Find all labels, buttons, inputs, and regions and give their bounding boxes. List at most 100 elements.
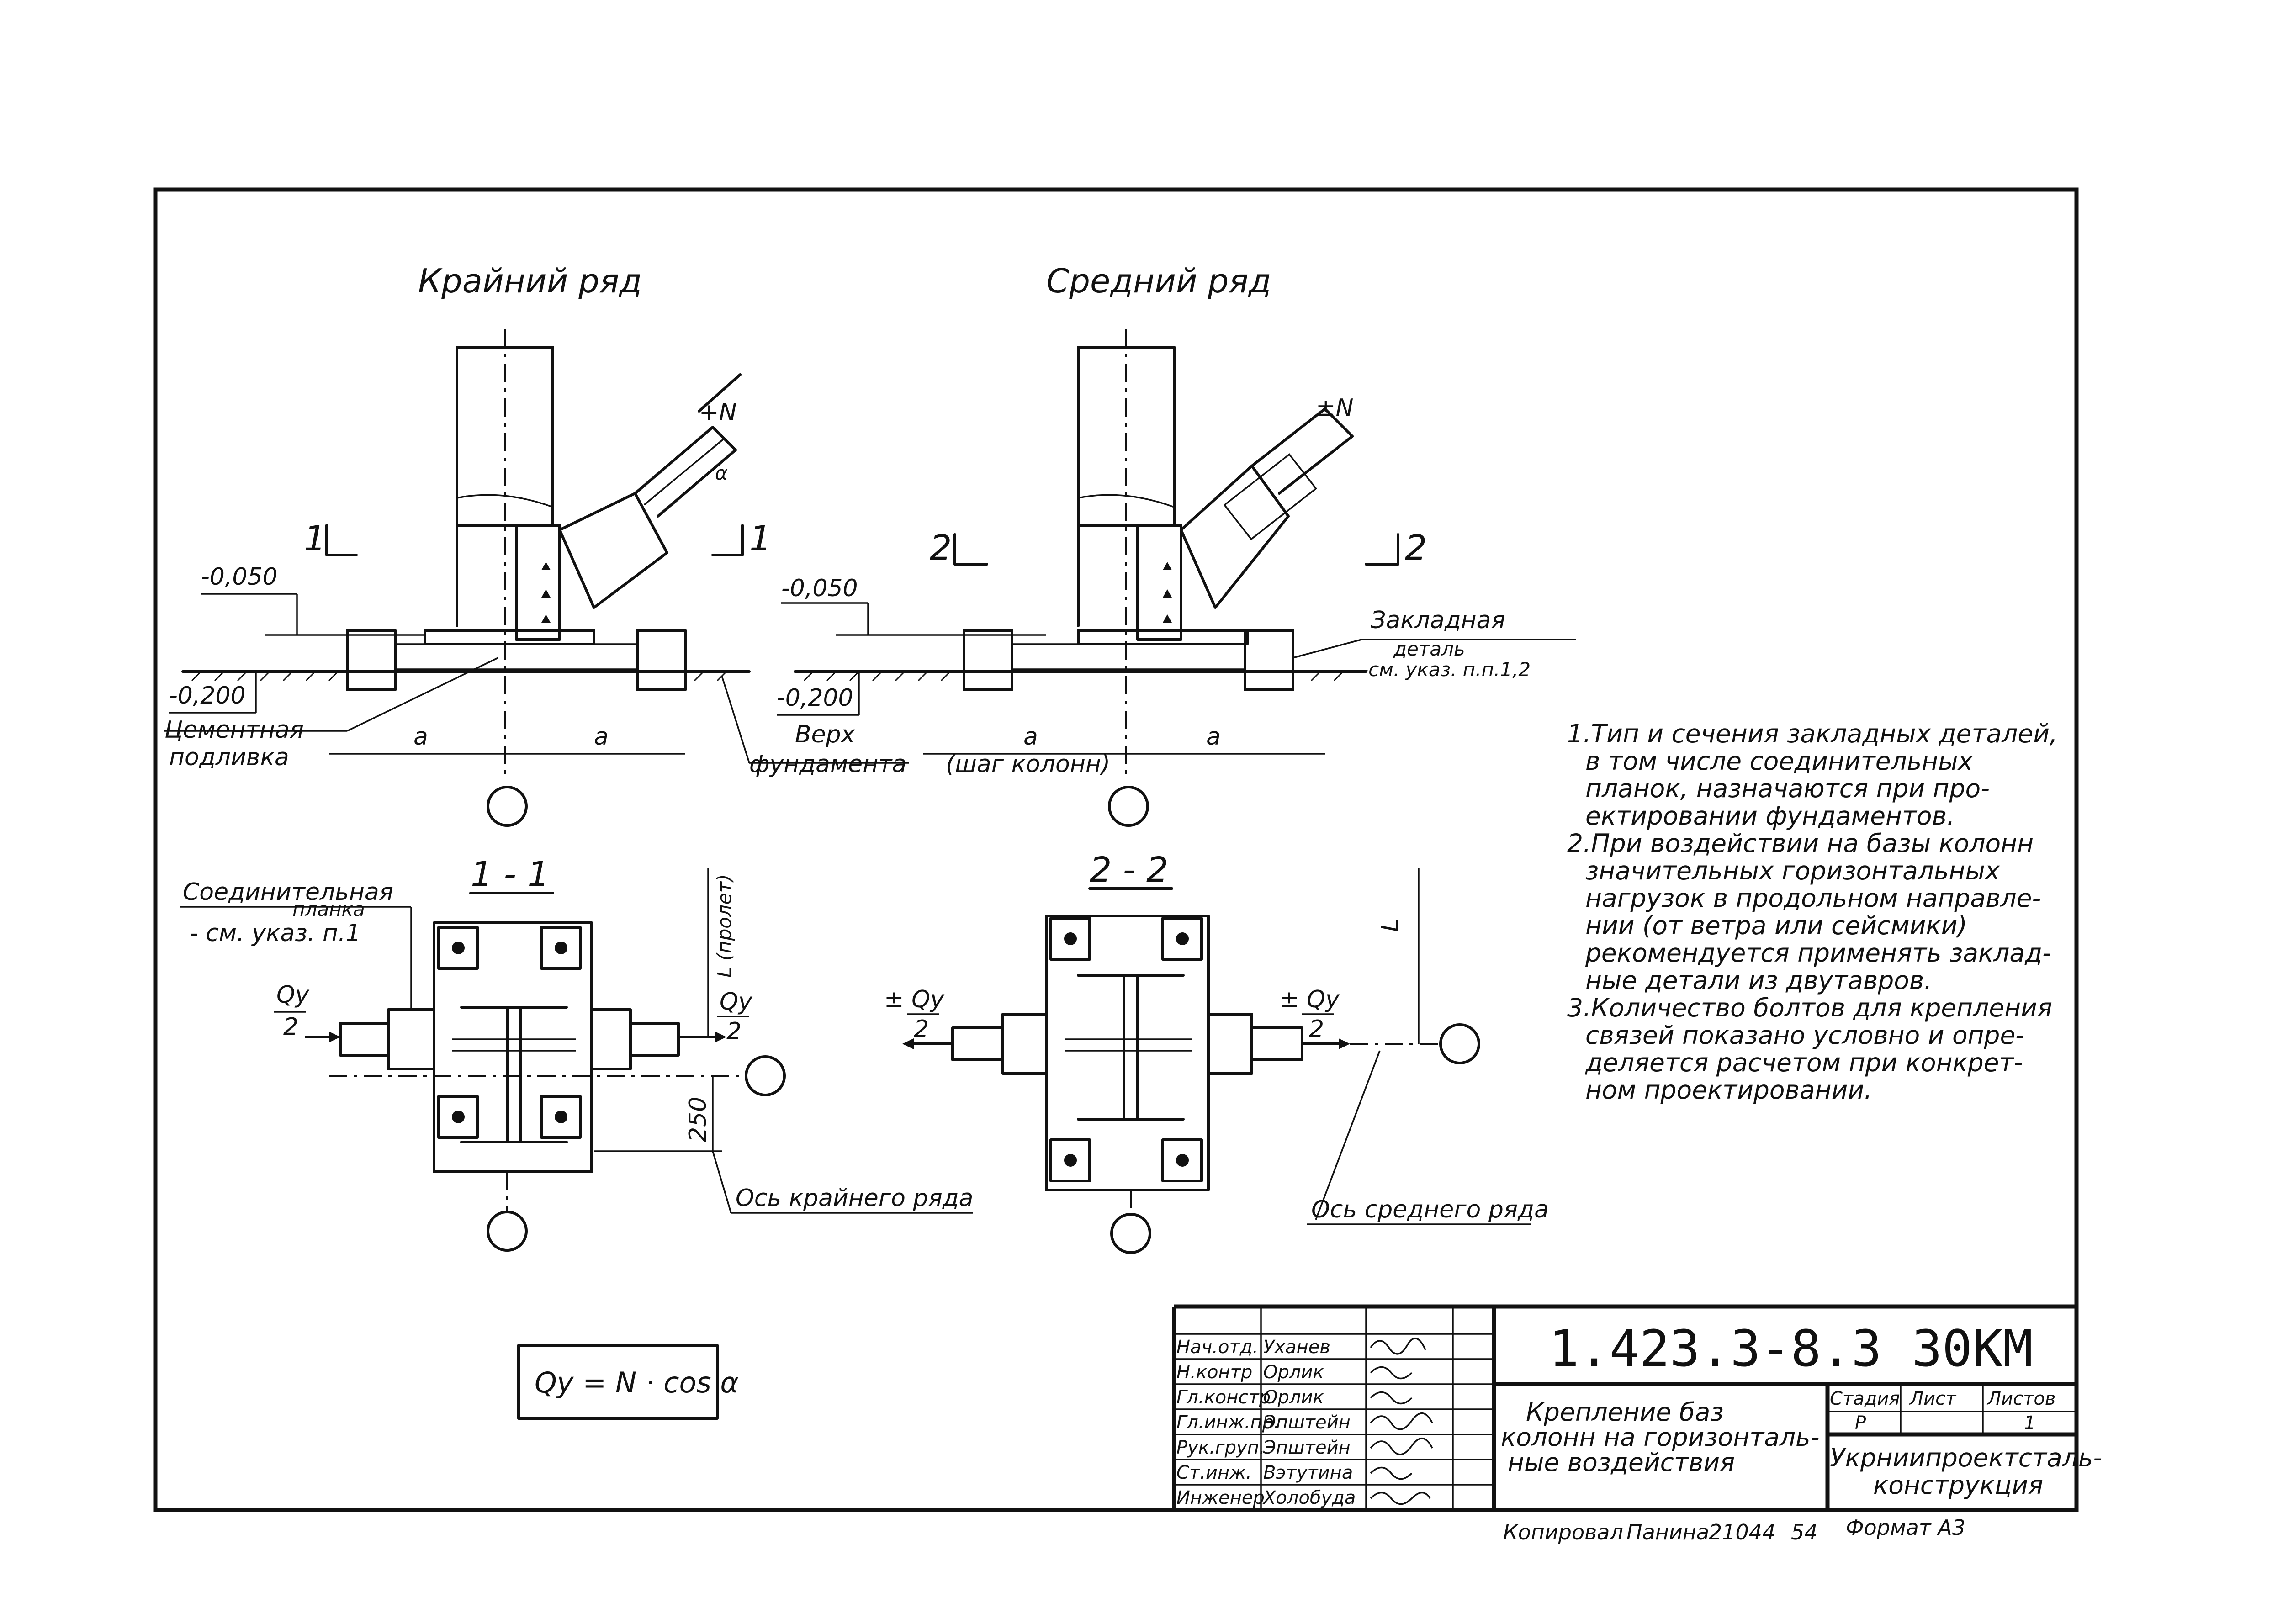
column-step-label: (шаг колонн) (946, 751, 1110, 778)
section-mark-1a: 1 (304, 518, 326, 559)
edge-row-elevation: +N α -0,050 -0,200 1 1 a a (164, 329, 909, 827)
axis-middle-label: Ось среднего ряда (1311, 1196, 1549, 1223)
tb-name-1: Уханев (1263, 1337, 1330, 1358)
foundation-top-label-2: фундамента (749, 751, 906, 778)
footer-copier: Панина (1626, 1520, 1709, 1545)
dim-a-middle-right: a (1206, 723, 1221, 751)
plate-label-2: планка (292, 898, 365, 920)
embedded-part-label-3: -см. указ. п.п.1,2 (1361, 658, 1531, 681)
cement-grout-label-2: подливка (169, 744, 289, 771)
note-line-10: ные детали из двутавров. (1585, 966, 1932, 995)
dim-a-edge-left: a (413, 723, 428, 751)
qy-right-1: Qy (720, 988, 753, 1016)
sheets-header: Листов (1986, 1388, 2055, 1409)
qy-pm-right-den: 2 (1309, 1016, 1324, 1043)
footer-num: 21044 (1709, 1520, 1775, 1545)
axis-edge-label: Ось крайнего ряда (736, 1185, 974, 1212)
note-line-9: рекомендуется применять заклад- (1585, 938, 2051, 968)
sheet-header: Лист (1909, 1388, 1957, 1409)
tb-role-4: Гл.инж.пр. (1176, 1412, 1280, 1433)
note-line-4: ектировании фундаментов. (1585, 801, 1955, 831)
signature-1 (1370, 1337, 1426, 1355)
stage-header: Стадия (1830, 1388, 1900, 1409)
stage-value: Р (1855, 1412, 1866, 1434)
signature-3 (1370, 1391, 1413, 1405)
level-top-edge: -0,050 (201, 563, 278, 591)
signature-6 (1370, 1466, 1413, 1480)
qy-pm-left-den: 2 (914, 1016, 929, 1043)
section-1-1-plan: 1 - 1 Qy 2 Qy 2 L (п (180, 854, 974, 1252)
note-line-1: 1.Тип и сечения закладных деталей, (1567, 719, 2057, 748)
drawing-name-3: ные воздействия (1508, 1448, 1735, 1477)
footer-num2: 54 (1791, 1520, 1818, 1545)
footer: Копировал Панина 21044 54 Формат А3 (1503, 1515, 1965, 1545)
qy-left-1: Qy (276, 981, 310, 1009)
org-name-2: конструкция (1873, 1471, 2043, 1500)
foundation-top-label: Верх (795, 721, 856, 748)
footer-copied-label: Копировал (1503, 1520, 1623, 1545)
note-line-14: ном проектировании. (1585, 1075, 1872, 1105)
axis-bubble-sec2-bottom (1110, 1213, 1151, 1254)
view-title-middle: Средний ряд (1046, 262, 1271, 300)
span-label-right: L (1377, 919, 1404, 932)
note-line-3: планок, назначаются при про- (1585, 774, 1990, 803)
signature-7 (1370, 1492, 1431, 1505)
section-title-1-1: 1 - 1 (471, 854, 549, 894)
drawing-name-2: колонн на горизонталь- (1501, 1423, 1819, 1452)
section-mark-1b: 1 (749, 518, 771, 559)
plate-label-3: - см. указ. п.1 (190, 920, 361, 947)
tb-name-3: Орлик (1263, 1387, 1324, 1408)
tb-role-6: Ст.инж. (1176, 1462, 1252, 1483)
qy-pm-right: ± Qy (1279, 986, 1340, 1013)
tb-name-5: Эпштейн (1263, 1437, 1351, 1458)
axis-bubble-sec1-right (745, 1055, 786, 1096)
plate-label: Соединительная (183, 878, 393, 906)
dim-a-edge-right: a (594, 723, 609, 751)
qy-left-1-den: 2 (283, 1013, 298, 1041)
axis-bubble-sec2-right (1439, 1023, 1480, 1064)
tb-role-5: Рук.груп. (1176, 1437, 1265, 1458)
note-line-7: нагрузок в продольном направле- (1585, 883, 2041, 913)
sheets-value: 1 (2024, 1412, 2035, 1434)
embedded-part-label-2: деталь (1393, 638, 1465, 660)
force-label-edge: +N (699, 399, 736, 426)
signature-4 (1370, 1412, 1433, 1430)
formula-text: Qy = N · cos α (535, 1366, 739, 1399)
tb-role-7: Инженер (1176, 1487, 1265, 1508)
signature-5 (1370, 1437, 1433, 1455)
tb-name-6: Вэтутина (1263, 1462, 1353, 1483)
embedded-part-label: Закладная (1371, 607, 1505, 634)
qy-pm-left: ± Qy (884, 986, 945, 1013)
note-line-13: деляется расчетом при конкрет- (1585, 1048, 2023, 1077)
tb-name-7: Холобуда (1262, 1487, 1356, 1508)
section-2-2-plan: 2 - 2 ± Qy 2 ± Qy 2 L Ось средн (884, 849, 1549, 1254)
axis-bubble-middle (1108, 786, 1149, 827)
force-label-middle: ±N (1316, 394, 1353, 422)
tb-role-1: Нач.отд. (1176, 1337, 1258, 1358)
span-label: L (пролет) (713, 874, 736, 978)
footer-format: Формат А3 (1846, 1515, 1965, 1540)
tb-name-4: Эпштейн (1263, 1412, 1351, 1433)
org-name-1: Укрниипроектсталь- (1830, 1443, 2102, 1472)
formula-box (517, 1344, 719, 1420)
note-line-6: значительных горизонтальных (1585, 856, 2000, 885)
title-block: Нач.отд. Уханев Н.контр Орлик Гл.констр.… (1172, 1304, 2102, 1510)
note-line-8: нии (от ветра или сейсмики) (1585, 911, 1967, 940)
note-line-12: связей показано условно и опре- (1585, 1021, 2024, 1050)
drawing-name-1: Крепление баз (1526, 1397, 1724, 1427)
tb-role-2: Н.контр (1176, 1362, 1252, 1383)
section-mark-2b: 2 (1405, 527, 1427, 568)
level-bot-middle: -0,200 (777, 684, 853, 712)
drawing-code: 1.423.3-8.3 30КМ (1549, 1319, 2033, 1378)
note-line-5: 2.При воздействии на базы колонн (1567, 829, 2034, 858)
axis-bubble-sec1-bottom (487, 1211, 528, 1252)
middle-row-elevation: ±N -0,050 -0,200 2 2 a a (шаг колонн) За… (777, 329, 1576, 827)
note-line-2: в том числе соединительных (1585, 746, 1973, 776)
tb-role-3: Гл.констр. (1176, 1387, 1277, 1408)
axis-bubble-edge (487, 786, 528, 827)
tb-name-2: Орлик (1263, 1362, 1324, 1383)
section-mark-2a: 2 (930, 527, 952, 568)
cement-grout-label: Цементная (164, 716, 304, 744)
dim-250: 250 (684, 1097, 712, 1142)
